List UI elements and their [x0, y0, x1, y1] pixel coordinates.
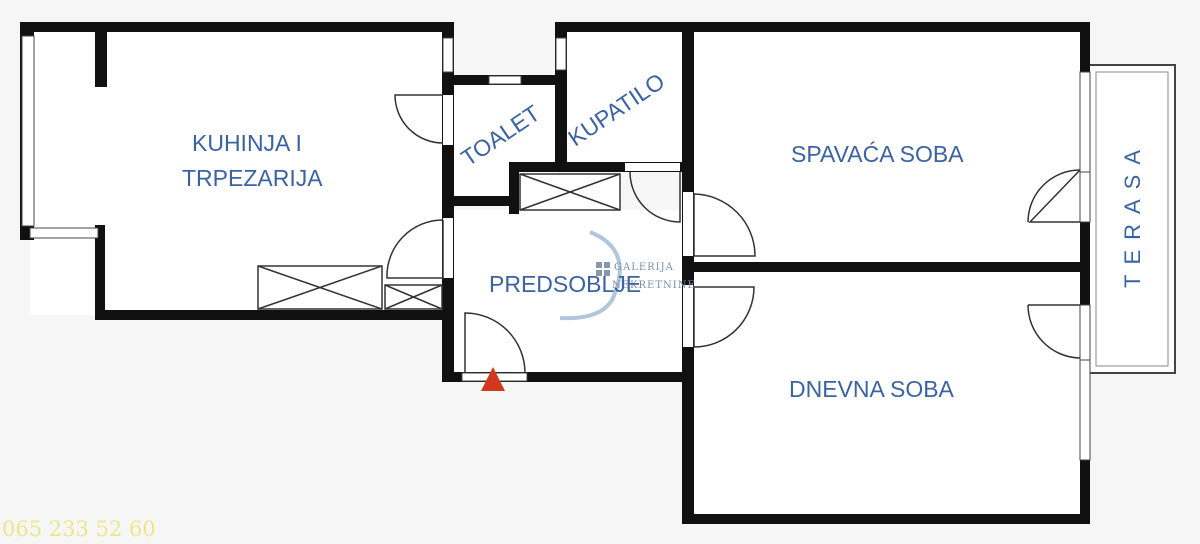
- hall-label: PREDSOBLJE: [489, 271, 641, 297]
- phone-number: 065 233 52 60: [2, 517, 156, 541]
- galerija-logo: GALERIJA NEKRETNINE: [559, 230, 696, 321]
- terrace-label: TERASA: [1120, 140, 1145, 288]
- bedroom-label: SPAVAĆA SOBA: [791, 141, 964, 167]
- logo-line-1: GALERIJA: [614, 262, 674, 273]
- built-in-units: [257, 173, 621, 310]
- entrance-marker: [481, 367, 505, 391]
- windows: [21, 35, 1091, 461]
- kitchen-label-line-1: KUHINJA I: [192, 130, 302, 156]
- kitchen-label-line-2: TRPEZARIJA: [182, 165, 323, 191]
- living-room-label: DNEVNA SOBA: [789, 376, 955, 402]
- logo-line-2: NEKRETNINE: [612, 280, 696, 291]
